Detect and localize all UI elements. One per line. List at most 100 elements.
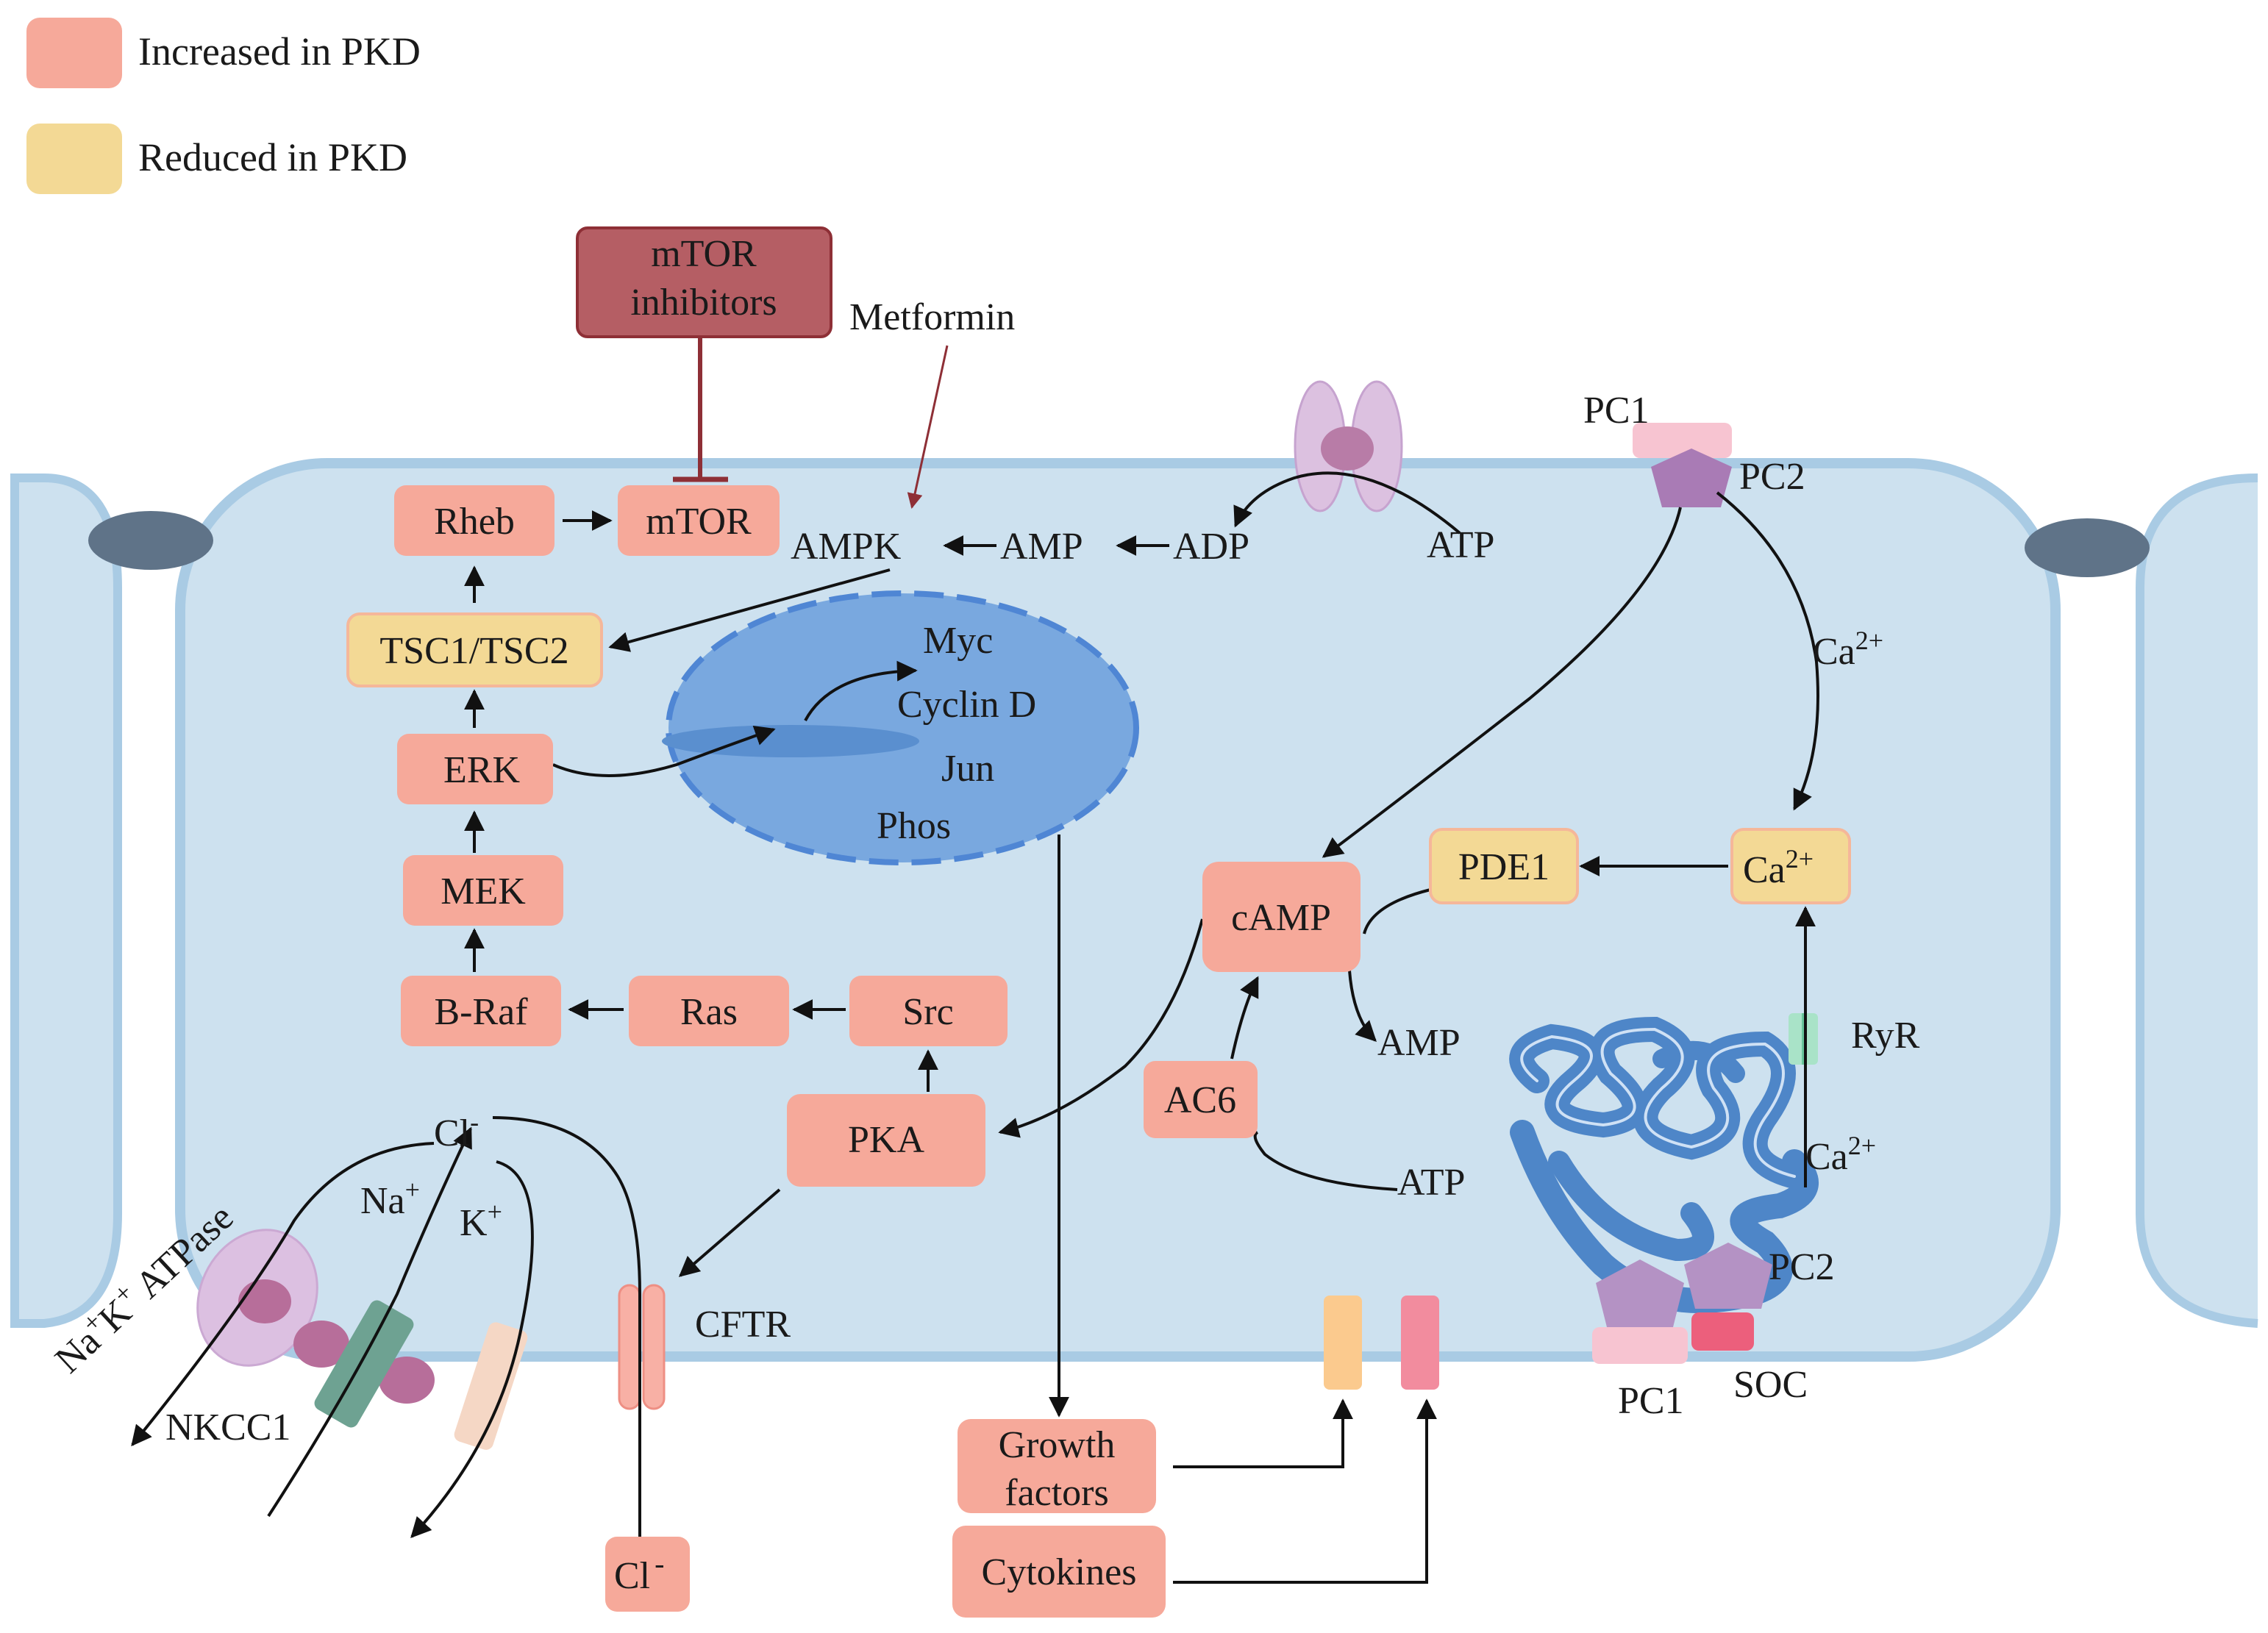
arrow-chromatin-to-genes xyxy=(804,660,918,721)
node-mtor-inhibitors-line2: inhibitors xyxy=(630,282,777,324)
node-braf xyxy=(401,976,561,1046)
edge-camp-to-amp xyxy=(1348,970,1377,1042)
node-src xyxy=(849,976,1008,1046)
left-neighbor-cell xyxy=(10,474,122,1328)
cftr-left-half xyxy=(618,1284,641,1410)
node-cl-out xyxy=(605,1537,690,1612)
chromatin xyxy=(662,725,919,757)
er-shape-4 xyxy=(1652,1040,1745,1083)
node-ras-label: Ras xyxy=(680,991,738,1033)
label-cftr: CFTR xyxy=(695,1304,791,1346)
edge-metformin-to-ampk xyxy=(907,345,949,510)
er-shape-3 xyxy=(1548,1151,1714,1262)
node-mtor-label: mTOR xyxy=(646,501,752,543)
node-pde1-label: PDE1 xyxy=(1458,846,1550,888)
cell-layer xyxy=(10,458,2258,1362)
edge-pc-to-camp xyxy=(1322,507,1682,858)
node-ras xyxy=(629,976,789,1046)
node-tsc xyxy=(346,612,603,687)
edge-atp-to-adp xyxy=(1233,471,1461,535)
er-highlight xyxy=(1520,1027,1796,1178)
membrane-proteins xyxy=(196,380,1818,1450)
label-myc: Myc xyxy=(923,620,993,662)
node-ac6 xyxy=(1144,1061,1258,1138)
nucleus-body xyxy=(666,590,1139,865)
label-soc: SOC xyxy=(1733,1364,1808,1406)
label-ca-er: Ca2+ xyxy=(1805,1131,1876,1178)
edge-pc2-to-ca xyxy=(1716,491,1819,811)
label-jun: Jun xyxy=(941,748,994,790)
label-amp-mid: AMP xyxy=(1377,1022,1461,1064)
legend: Increased in PKD Reduced in PKD xyxy=(26,18,421,194)
nkcc1-protein xyxy=(314,1300,414,1428)
label-ryr: RyR xyxy=(1851,1015,1920,1057)
legend-increased-label: Increased in PKD xyxy=(138,29,421,74)
node-mek xyxy=(403,855,563,926)
node-cytokines-label: Cytokines xyxy=(982,1551,1137,1593)
node-tsc-label: TSC1/TSC2 xyxy=(379,630,568,672)
node-cytokines xyxy=(952,1526,1166,1618)
label-cyclin-d: Cyclin D xyxy=(897,684,1036,726)
label-cl-in: Cl- xyxy=(434,1107,479,1154)
node-ca-cytosol-label: Ca2+ xyxy=(1743,844,1814,891)
node-erk xyxy=(397,734,553,804)
node-pka xyxy=(787,1094,985,1187)
pc1-top-protein xyxy=(1633,423,1732,458)
label-ca-channel: Ca2+ xyxy=(1813,626,1883,673)
na-k-atpase-sub-1 xyxy=(293,1321,349,1368)
tight-junction-right xyxy=(2025,518,2150,577)
pc2-top-protein xyxy=(1651,449,1732,507)
node-growth-factors-line1: Growth xyxy=(999,1424,1116,1466)
edge-growth-factors-to-receptor xyxy=(1173,1398,1353,1468)
node-pka-label: PKA xyxy=(848,1119,924,1161)
node-rheb-label: Rheb xyxy=(434,501,515,543)
edge-cytokines-to-receptor xyxy=(1173,1398,1437,1584)
node-rheb xyxy=(394,485,554,556)
node-mtor xyxy=(618,485,780,556)
label-phos: Phos xyxy=(877,805,951,847)
k-channel-protein xyxy=(454,1322,528,1450)
edge-pka-to-cftr xyxy=(678,1188,781,1277)
edge-cl-out-left xyxy=(131,1142,435,1447)
label-atp-mid: ATP xyxy=(1397,1162,1465,1204)
label-na: Na+ xyxy=(360,1175,420,1222)
node-mek-label: MEK xyxy=(441,871,526,912)
node-cl-out-label: Cl- xyxy=(614,1547,664,1597)
edge-k-out xyxy=(410,1160,534,1539)
growth-factor-receptor xyxy=(1324,1296,1362,1390)
label-pc2-bottom: PC2 xyxy=(1769,1246,1835,1288)
label-pc1-top: PC1 xyxy=(1583,390,1650,432)
tight-junction-left xyxy=(88,511,213,570)
legend-reduced-label: Reduced in PKD xyxy=(138,135,407,179)
edge-na-in xyxy=(267,1126,472,1518)
label-nkcc1: NKCC1 xyxy=(165,1407,290,1448)
node-pde1 xyxy=(1429,828,1579,904)
pc2-bottom-protein-1 xyxy=(1596,1259,1684,1327)
edge-cl-through-cftr xyxy=(492,1116,650,1561)
node-mtor-inhibitors-line1: mTOR xyxy=(651,233,757,275)
edges xyxy=(131,338,1819,1584)
node-braf-label: B-Raf xyxy=(434,991,528,1033)
legend-reduced-swatch xyxy=(26,124,122,194)
right-neighbor-cell xyxy=(2136,474,2258,1328)
node-mtor-inhibitors xyxy=(576,226,832,338)
node-camp-label: cAMP xyxy=(1231,897,1331,939)
na-k-atpase-core xyxy=(238,1279,291,1323)
edge-erk-to-nucleus xyxy=(552,726,776,777)
edge-ampk-to-tsc xyxy=(608,568,891,652)
label-pc2-top: PC2 xyxy=(1739,456,1805,498)
legend-increased-swatch xyxy=(26,18,122,88)
soc-protein xyxy=(1691,1312,1754,1351)
label-ampk: AMPK xyxy=(791,526,902,568)
channel-top-center xyxy=(1321,426,1374,471)
node-ca-cytosol xyxy=(1730,828,1851,904)
label-amp-top: AMP xyxy=(1000,526,1083,568)
label-atp-top: ATP xyxy=(1427,524,1494,566)
edge-ac6-to-camp xyxy=(1230,976,1259,1060)
node-growth-factors xyxy=(958,1419,1156,1513)
label-metformin: Metformin xyxy=(849,296,1015,338)
label-adp: ADP xyxy=(1173,526,1249,568)
cftr-right-half xyxy=(642,1284,666,1410)
na-k-atpase-sub-2 xyxy=(379,1357,435,1404)
